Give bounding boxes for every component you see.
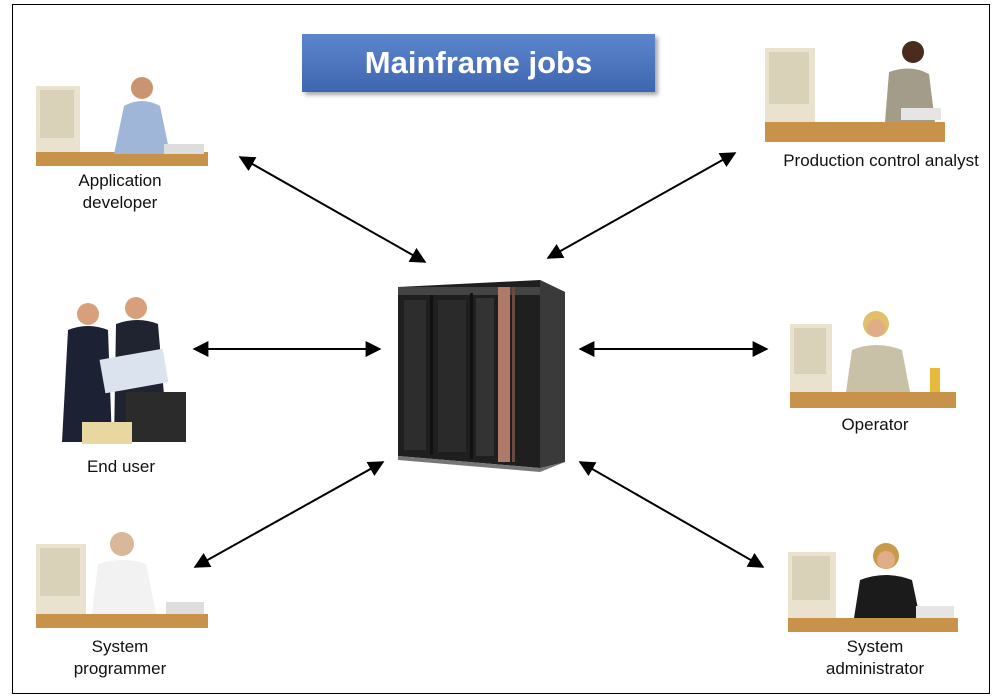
arrow-production-control [546,152,737,259]
end-user-photo [52,292,192,448]
system-programmer-photo [36,532,208,628]
system-administrator-photo [788,543,958,632]
arrow-system-administrator [578,461,765,568]
role-production-control-analyst: Production control analyst [783,151,979,170]
arrow-application-developer [238,156,427,263]
role-system-programmer: System programmer [73,637,167,678]
operator-photo [790,311,956,408]
application-developer-photo [36,77,208,166]
role-application-developer: Application developer [78,171,162,212]
arrow-system-programmer [193,461,385,568]
role-system-administrator: System administrator [825,637,925,678]
role-end-user: End user [86,457,156,476]
mainframe-image [398,280,565,472]
production-control-analyst-photo [765,41,945,142]
role-operator: Operator [841,415,909,434]
diagram-title: Mainframe jobs [302,34,655,92]
diagram-frame [12,4,990,694]
